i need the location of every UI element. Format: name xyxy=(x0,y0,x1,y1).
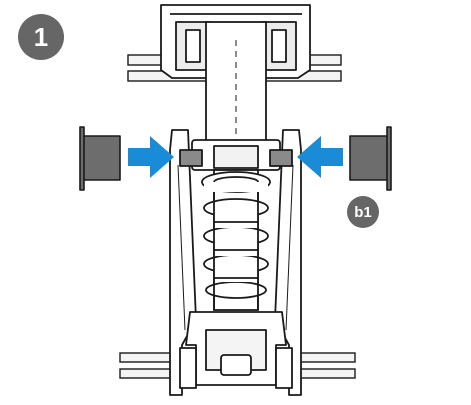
center-column xyxy=(205,21,267,151)
arrow-right-icon xyxy=(128,136,174,178)
step-number-badge: 1 xyxy=(18,14,64,60)
arrow-left-icon xyxy=(297,136,343,178)
bumper-cap-left-icon xyxy=(79,126,121,191)
bumper-cap-right-icon xyxy=(349,126,392,191)
part-label-badge: b1 xyxy=(347,196,379,228)
spring xyxy=(201,169,271,311)
lower-mount xyxy=(179,311,293,389)
hinge-head xyxy=(179,139,293,171)
